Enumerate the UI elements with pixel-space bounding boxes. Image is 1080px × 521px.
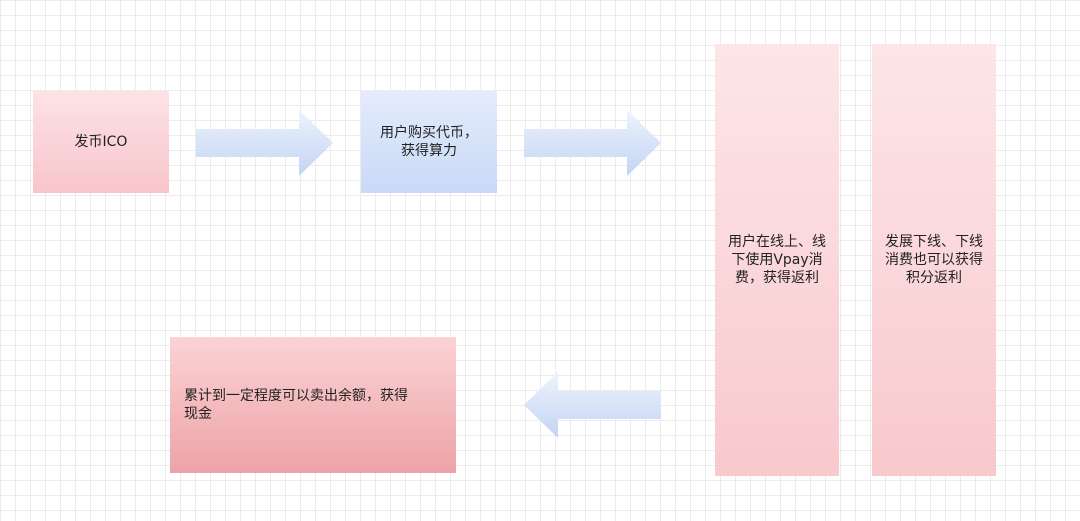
node-vpay-consumption-label: 用户在线上、线 下使用Vpay消 费，获得返利 — [728, 234, 826, 286]
node-downline-rebate: 发展下线、下线 消费也可以获得 积分返利 — [872, 44, 996, 476]
node-vpay-consumption: 用户在线上、线 下使用Vpay消 费，获得返利 — [715, 44, 839, 476]
node-downline-rebate-label: 发展下线、下线 消费也可以获得 积分返利 — [885, 234, 983, 286]
arrow-right-icon — [196, 110, 333, 176]
arrow-left-icon — [524, 372, 661, 438]
node-buy-tokens: 用户购买代币， 获得算力 — [361, 91, 497, 193]
node-cash-out: 累计到一定程度可以卖出余额，获得 现金 — [170, 337, 456, 473]
node-buy-tokens-label: 用户购买代币， 获得算力 — [380, 125, 478, 159]
node-issue-ico-label: 发币ICO — [74, 134, 128, 150]
node-cash-out-label: 累计到一定程度可以卖出余额，获得 现金 — [184, 388, 408, 422]
node-issue-ico: 发币ICO — [33, 91, 169, 193]
arrow-right-icon — [524, 110, 661, 176]
